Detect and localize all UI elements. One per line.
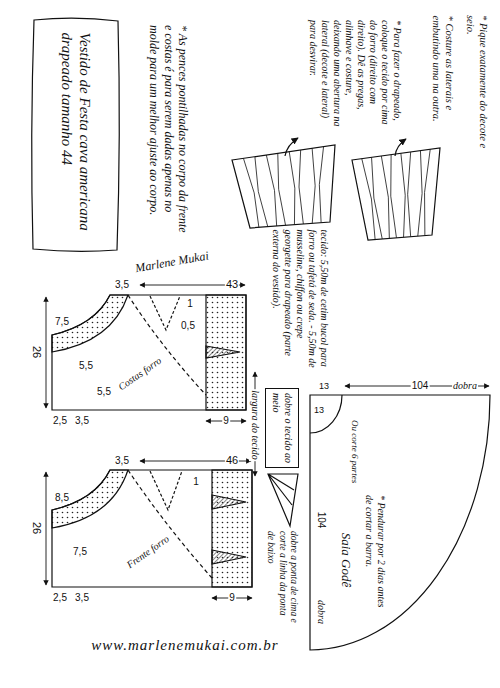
box-text: dobre o tecido ao meio <box>270 393 294 463</box>
pleat-line <box>372 157 383 239</box>
note: * Costure as laterais e embutindo uma na… <box>429 15 454 142</box>
dimension-label: 13 <box>313 405 325 416</box>
dimension-label: 8,5 <box>54 492 70 504</box>
note: * As pences pontilhadas no corpo da fren… <box>146 24 189 236</box>
note: * Pendurar por 2 dias antes de cortar a … <box>363 494 387 616</box>
dimension-label: 1 <box>192 476 200 488</box>
piece-name: Frente forro <box>124 532 173 571</box>
front-piece <box>52 470 252 587</box>
pleat-line <box>299 150 303 224</box>
piece-name: Saia Godê <box>338 532 354 589</box>
dimension-label: 2,5 <box>52 592 68 604</box>
dimension-label: 26 <box>29 345 42 359</box>
dimension-label: 0,5 <box>180 320 196 332</box>
dimension-label: 7,5 <box>54 316 70 328</box>
dimension-label: 3,5 <box>114 279 130 291</box>
note: * Para fazer o drapeado, coloque o tecid… <box>307 19 403 131</box>
dimension-label: 3,5 <box>74 592 90 604</box>
material-note: tecido: 5,50m de cetim bucol para forro … <box>270 229 330 376</box>
dimension-label: 3,5 <box>74 415 90 427</box>
note: Ou corte 6 partes <box>350 419 361 491</box>
arrow <box>285 138 298 156</box>
watermark: www.marlenemukai.com.br <box>90 636 279 654</box>
pleat-line <box>278 153 286 225</box>
dimension-label: 1 <box>186 298 194 310</box>
pleat-line <box>381 156 389 238</box>
pleat-line <box>266 155 276 226</box>
pleat-line <box>255 157 268 227</box>
piece-name: Costas forro <box>115 354 164 394</box>
dimension-label: 26 <box>29 521 42 535</box>
back-piece <box>52 295 246 410</box>
drape-diagram <box>232 145 335 228</box>
dimension-label: 3,5 <box>114 455 130 467</box>
signature: Marlene Mukai <box>133 248 211 275</box>
pleat-line <box>408 152 411 237</box>
dimension-label: 13 <box>318 381 330 392</box>
pleat-line <box>319 147 323 223</box>
dimension-label: 7,5 <box>72 546 88 558</box>
fabric-box: dobre o tecido ao meio <box>265 388 299 468</box>
title: Vestido de Festa cava americana drapeado… <box>58 32 94 239</box>
fold-label: dobra <box>315 599 327 625</box>
dimension-label: 5,5 <box>96 386 112 398</box>
fold-cone <box>268 474 298 526</box>
dimension-label: 5,5 <box>78 360 94 372</box>
dimension-label: 104 <box>411 380 430 392</box>
pleat-line <box>362 159 375 240</box>
note: * Pique exatamente do decote e seio. <box>463 14 488 156</box>
dimension-label: 2,5 <box>52 415 68 427</box>
drape-diagram <box>352 148 440 240</box>
dimension-label: 43 <box>225 278 239 291</box>
dimension-label: 9 <box>228 592 236 604</box>
pleat-line <box>418 151 422 236</box>
pleat-line <box>243 158 258 227</box>
dimension-label: 46 <box>225 454 239 467</box>
pleat-line <box>391 155 397 238</box>
dimension-label: 9 <box>222 415 230 427</box>
dimension-label: largura do tecido <box>249 389 261 461</box>
fold-label: dobra <box>452 380 478 392</box>
pleat-line <box>401 153 405 237</box>
dimension-label: 104 <box>315 511 327 530</box>
title-frame <box>32 18 120 251</box>
pleat-line <box>312 148 315 223</box>
pleat-line <box>289 152 295 225</box>
note: dobre a ponta de cima e corte a linha da… <box>265 530 299 626</box>
skirt-piece <box>310 395 490 650</box>
pleat-line <box>425 149 431 235</box>
